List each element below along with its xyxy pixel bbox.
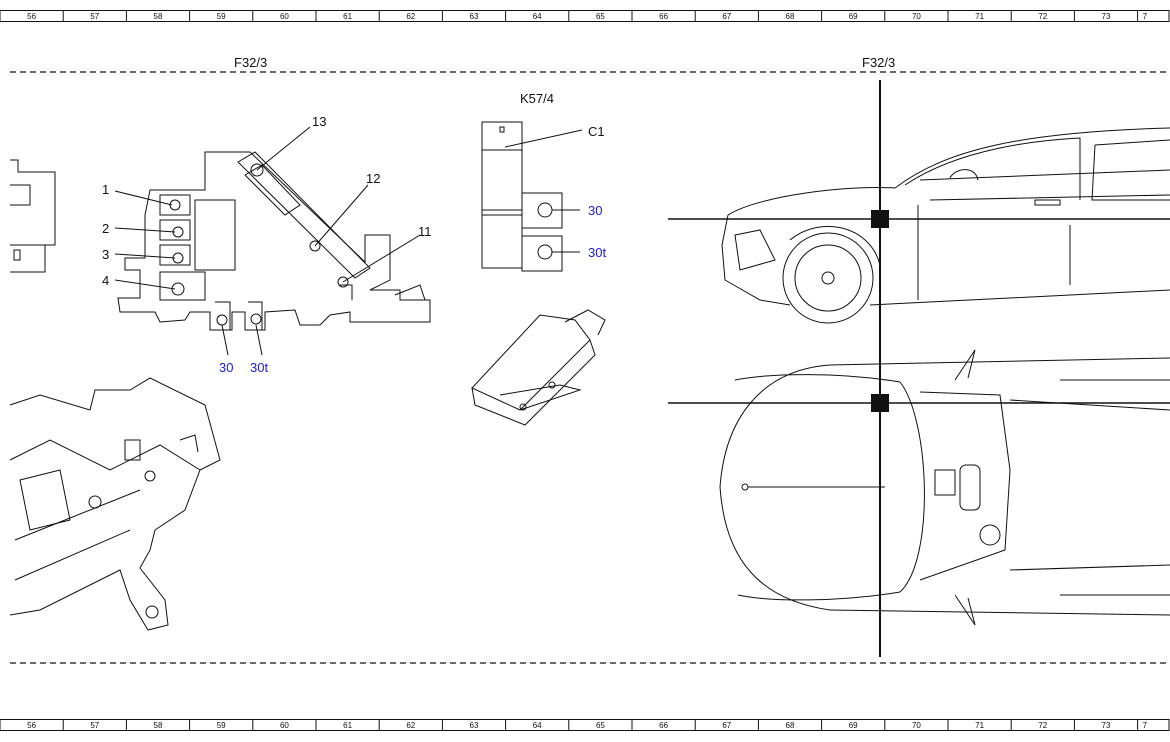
callout-3: 3 bbox=[102, 247, 110, 262]
ruler-column-label: 59 bbox=[217, 721, 226, 730]
relay-terminal-30t: 30t bbox=[588, 245, 607, 260]
ruler-column-label: 60 bbox=[280, 721, 289, 730]
ruler-column-label: 59 bbox=[217, 12, 226, 21]
ruler-column-label: 63 bbox=[470, 12, 479, 21]
ruler-column-label: 71 bbox=[975, 12, 984, 21]
ruler-column-label: 66 bbox=[659, 12, 668, 21]
partial-component-left bbox=[10, 159, 56, 273]
callout-2: 2 bbox=[102, 221, 110, 236]
ruler-column-label: 65 bbox=[596, 721, 605, 730]
ruler-column-label: 62 bbox=[406, 721, 415, 730]
ruler-column-label: 7 bbox=[1143, 721, 1148, 730]
relay-connector-label: C1 bbox=[588, 124, 605, 139]
callout-1: 1 bbox=[102, 182, 110, 197]
ruler-column-label: 73 bbox=[1102, 721, 1111, 730]
marker-square-side bbox=[871, 210, 889, 228]
fuse-terminal-30: 30 bbox=[219, 360, 234, 375]
ruler-column-label: 7 bbox=[1143, 12, 1148, 21]
control-module-large bbox=[9, 377, 221, 631]
callout-11: 11 bbox=[418, 224, 432, 239]
ruler-column-label: 72 bbox=[1038, 12, 1047, 21]
ruler-column-label: 70 bbox=[912, 12, 921, 21]
ruler-column-label: 58 bbox=[154, 12, 163, 21]
ruler-column-label: 71 bbox=[975, 721, 984, 730]
location-markers bbox=[668, 80, 1170, 657]
ruler-column-label: 58 bbox=[154, 721, 163, 730]
column-ruler-top: 56 57 58 59 60 61 62 63 64 65 66 67 68 69 70 71 72 73 7 bbox=[0, 10, 1170, 22]
ruler-column-label: 68 bbox=[786, 12, 795, 21]
fuse-terminal-30t: 30t bbox=[250, 360, 269, 375]
vehicle-top-view bbox=[719, 349, 1170, 626]
relay-drawing bbox=[481, 121, 583, 272]
ruler-column-label: 65 bbox=[596, 12, 605, 21]
section-title-right: F32/3 bbox=[862, 55, 896, 70]
ruler-column-label: 61 bbox=[343, 12, 352, 21]
ruler-column-label: 56 bbox=[27, 12, 36, 21]
ruler-column-label: 69 bbox=[849, 721, 858, 730]
relay-title: K57/4 bbox=[520, 91, 554, 106]
ruler-column-label: 70 bbox=[912, 721, 921, 730]
callout-12: 12 bbox=[366, 171, 381, 186]
section-title-left: F32/3 bbox=[234, 55, 268, 70]
callout-4: 4 bbox=[102, 273, 110, 288]
ruler-column-label: 73 bbox=[1102, 12, 1111, 21]
control-module-small bbox=[471, 309, 606, 426]
ruler-column-label: 68 bbox=[786, 721, 795, 730]
fuse-box-drawing bbox=[114, 126, 431, 356]
ruler-column-label: 63 bbox=[470, 721, 479, 730]
ruler-column-label: 64 bbox=[533, 721, 542, 730]
ruler-column-label: 57 bbox=[90, 12, 99, 21]
ruler-column-label: 66 bbox=[659, 721, 668, 730]
marker-square-top bbox=[871, 394, 889, 412]
callout-13: 13 bbox=[312, 114, 327, 129]
vehicle-side-view bbox=[721, 127, 1170, 324]
ruler-column-label: 62 bbox=[406, 12, 415, 21]
ruler-column-label: 67 bbox=[722, 12, 731, 21]
ruler-column-label: 57 bbox=[90, 721, 99, 730]
ruler-column-label: 69 bbox=[849, 12, 858, 21]
ruler-column-label: 61 bbox=[343, 721, 352, 730]
ruler-column-label: 64 bbox=[533, 12, 542, 21]
ruler-column-label: 67 bbox=[722, 721, 731, 730]
ruler-column-label: 60 bbox=[280, 12, 289, 21]
ruler-column-label: 72 bbox=[1038, 721, 1047, 730]
ruler-column-label: 56 bbox=[27, 721, 36, 730]
column-ruler-bottom: 56 57 58 59 60 61 62 63 64 65 66 67 68 69 70 71 72 73 7 bbox=[0, 719, 1170, 731]
relay-terminal-30: 30 bbox=[588, 203, 603, 218]
